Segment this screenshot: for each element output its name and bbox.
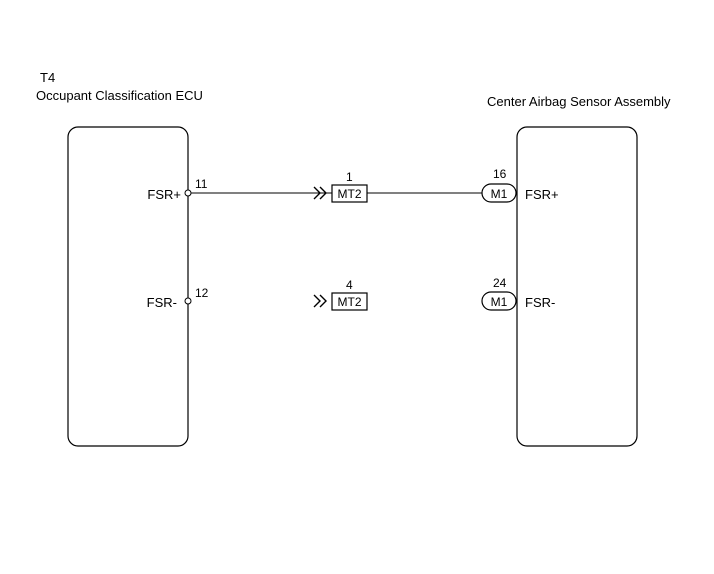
left-pin-terminal-12 xyxy=(184,297,192,305)
left-pin-terminal-11 xyxy=(184,189,192,197)
chevron-right-icon xyxy=(319,294,327,308)
connector-m1-label: M1 xyxy=(491,187,508,201)
right-component-body xyxy=(516,126,638,447)
junction-connector-box xyxy=(331,292,368,311)
junction-connector-mt2-pin-1: 1 MT2 xyxy=(313,170,368,203)
left-pin-label-fsr-plus: FSR+ xyxy=(147,187,181,202)
right-pin-number-24: 24 xyxy=(493,276,507,290)
junction-connector-code: MT2 xyxy=(338,295,362,309)
junction-pin-number-1: 1 xyxy=(346,170,353,184)
chevron-right-icon xyxy=(313,294,321,308)
right-component-name: Center Airbag Sensor Assembly xyxy=(487,94,671,109)
left-pin-number-11: 11 xyxy=(195,177,208,191)
left-component: T4 Occupant Classification ECU FSR+ 11 F… xyxy=(36,70,209,447)
left-pin-label-fsr-minus: FSR- xyxy=(147,295,177,310)
junction-connector-code: MT2 xyxy=(338,187,362,201)
left-component-body xyxy=(67,126,189,447)
connector-m1-badge xyxy=(481,183,517,203)
right-pin-label-fsr-minus: FSR- xyxy=(525,295,555,310)
left-component-code: T4 xyxy=(40,70,55,85)
chevron-right-icon xyxy=(313,186,321,200)
left-component-name: Occupant Classification ECU xyxy=(36,88,203,103)
right-pin-label-fsr-plus: FSR+ xyxy=(525,187,559,202)
junction-pin-number-4: 4 xyxy=(346,278,353,292)
connector-m1-badge xyxy=(481,291,517,311)
right-component: Center Airbag Sensor Assembly 16 M1 FSR+… xyxy=(481,94,671,447)
chevron-right-icon xyxy=(319,186,327,200)
left-pin-number-12: 12 xyxy=(195,286,209,300)
right-pin-number-16: 16 xyxy=(493,167,507,181)
junction-connector-mt2-pin-4: 4 MT2 xyxy=(313,278,368,311)
connector-m1-label: M1 xyxy=(491,295,508,309)
